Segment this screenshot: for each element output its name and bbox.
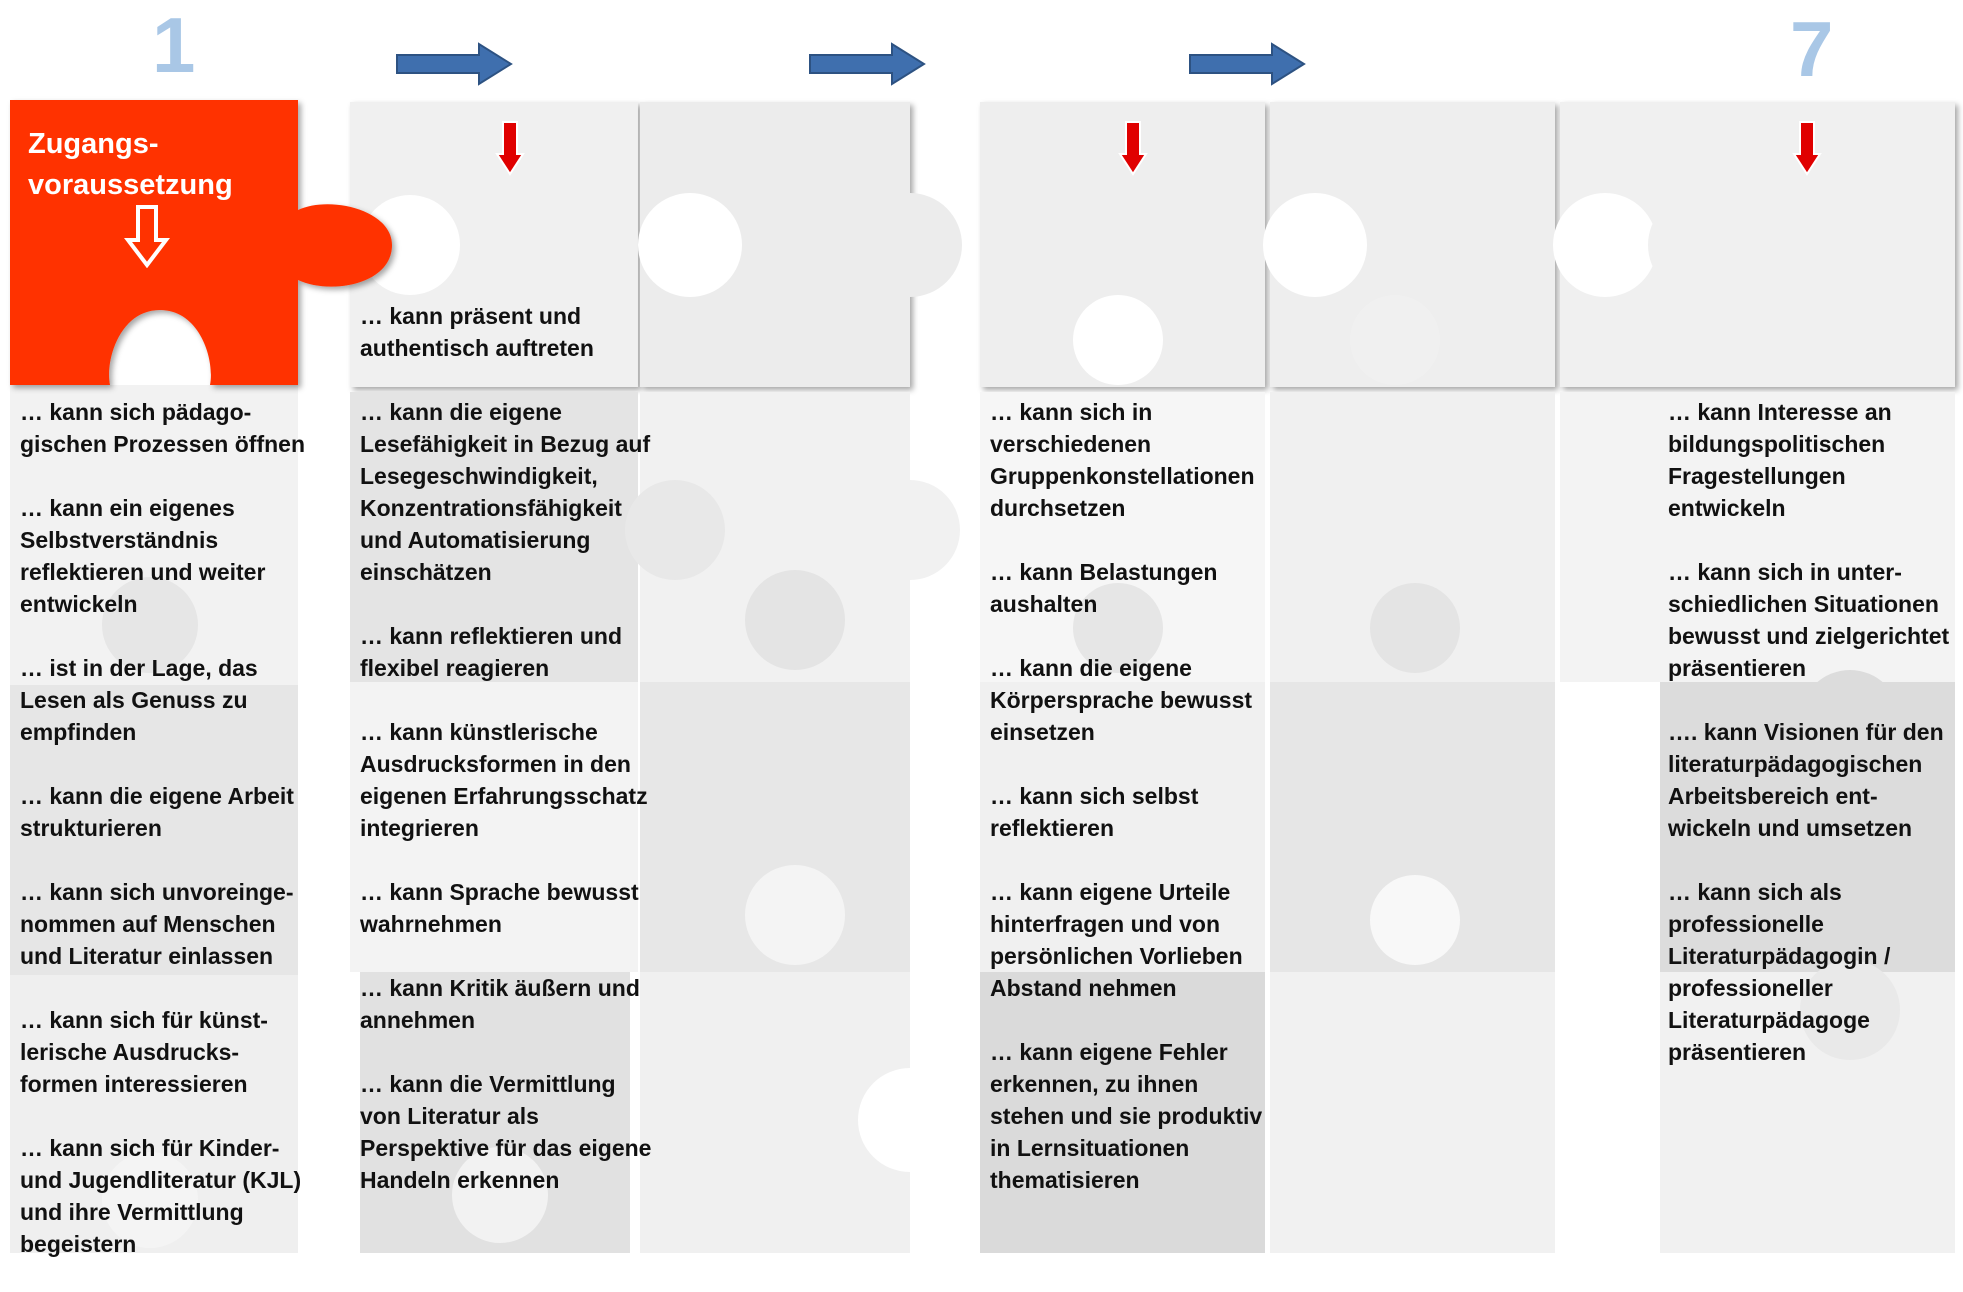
arrow-down-icon [1792, 121, 1822, 176]
list-item: … kann künstlerische Ausdrucksformen in … [360, 719, 648, 841]
column-4-list: … kann Interesse an bildungspolitischen … [1668, 396, 1963, 1100]
arrow-down-icon [1118, 121, 1148, 176]
list-item: … kann die Vermittlung von Literatur als… [360, 1071, 652, 1193]
list-item: … kann sich pädago- gischen Prozessen öf… [20, 399, 306, 457]
list-item: … kann Interesse an bildungspolitischen … [1668, 399, 1892, 521]
list-item: … kann Kritik äußern und annehmen [360, 975, 640, 1033]
column-2-list: … kann präsent und authentisch auftreten… [360, 300, 660, 1228]
list-item: … kann eigene Urteile hinterfragen und v… [990, 879, 1243, 1001]
list-item: … kann die eigene Lesefähigkeit in Bezug… [360, 399, 651, 585]
column-1-list: … kann sich pädago- gischen Prozessen öf… [20, 396, 310, 1292]
list-item: …. kann Visionen für den literaturpädago… [1668, 719, 1944, 841]
arrow-down-outline-icon [124, 205, 170, 268]
puzzle-background [10, 100, 1955, 1253]
arrow-right-icon [396, 42, 513, 86]
list-item: … kann sich für Kinder- und Jugendlitera… [20, 1135, 302, 1257]
list-item: … kann sich in unter- schiedlichen Situa… [1668, 559, 1950, 681]
list-item: … kann ein eigenes Selbstverständnis ref… [20, 495, 266, 617]
column-1-header: Zugangs- voraussetzung [28, 128, 233, 201]
list-item: … kann eigene Fehler erkennen, zu ihnen … [990, 1039, 1263, 1193]
list-item: … kann die eigene Körpersprache bewusst … [990, 655, 1253, 745]
list-item: … kann sich selbst reflektieren [990, 783, 1199, 841]
list-item: … kann sich als professionelle Literatur… [1668, 879, 1891, 1065]
list-item: … kann reflektieren und flexibel reagier… [360, 623, 623, 681]
list-item: … kann Sprache bewusst wahrnehmen [360, 879, 639, 937]
list-item: … kann sich in verschiedenen Gruppenkons… [990, 399, 1255, 521]
arrow-right-icon [1189, 42, 1306, 86]
list-item: … kann Belastungen aushalten [990, 559, 1218, 617]
list-item: … kann sich unvoreinge- nommen auf Mensc… [20, 879, 294, 969]
red-puzzle-piece [10, 100, 392, 385]
list-item: … kann die eigene Arbeit strukturieren [20, 783, 294, 841]
arrow-right-icon [809, 42, 926, 86]
puzzle-pieces [10, 102, 1955, 1253]
list-item: … kann präsent und authentisch auftreten [360, 303, 594, 361]
list-item: … ist in der Lage, das Lesen als Genuss … [20, 655, 258, 745]
step-number-first: 1 [152, 1, 196, 89]
list-item: … kann sich für künst- lerische Ausdruck… [20, 1007, 268, 1097]
step-number-last: 7 [1790, 5, 1834, 93]
column-3-list: … kann sich in verschiedenen Gruppenkons… [990, 396, 1280, 1228]
arrow-down-icon [495, 121, 525, 176]
